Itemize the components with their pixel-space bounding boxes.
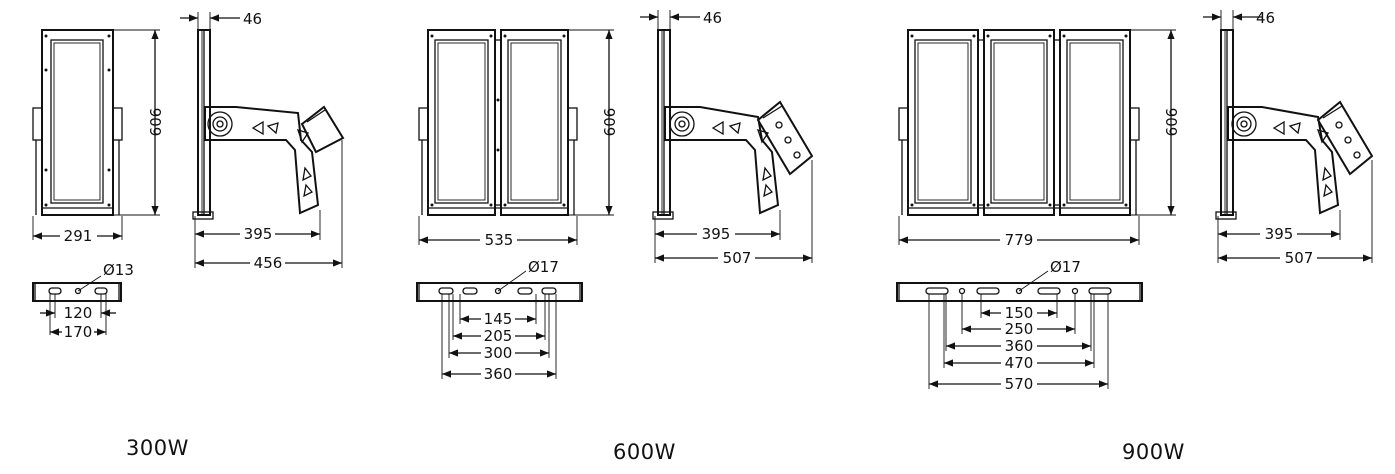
width-label-900w: 779: [1005, 231, 1034, 249]
spacing-label-600w-3: 360: [484, 365, 513, 383]
spacing-label-900w-0: 150: [1005, 304, 1034, 322]
height-label-600w: 606: [601, 108, 619, 137]
overall-label-300w: 456: [254, 254, 283, 272]
spacing-label-300w-0: 120: [64, 304, 93, 322]
front-view-600w: 606 535: [418, 29, 619, 249]
hole-label-300w: Ø13: [103, 261, 134, 279]
caption-900w: 900W: [1122, 440, 1185, 464]
side-view-600w: 46 395 507: [640, 9, 814, 267]
model-300w-drawing: 606 291 46: [32, 10, 345, 341]
spacing-label-900w-2: 360: [1005, 337, 1034, 355]
hole-label-600w: Ø17: [528, 258, 559, 276]
thickness-label-900w: 46: [1256, 9, 1275, 27]
height-label-300w: 606: [147, 108, 165, 137]
bracket-view-600w: Ø17 145 205 300 360: [416, 258, 583, 383]
hole-label-900w: Ø17: [1050, 258, 1081, 276]
width-label-600w: 535: [485, 231, 514, 249]
thickness-label-600w: 46: [703, 9, 722, 27]
spacing-label-300w-1: 170: [64, 323, 93, 341]
bracket-view-900w: Ø17 150 250 360 470 570: [896, 258, 1143, 393]
model-900w-drawing: 606 779: [896, 9, 1374, 393]
spacing-label-900w-1: 250: [1005, 320, 1034, 338]
width-label-300w: 291: [64, 227, 93, 245]
spacing-label-600w-0: 145: [484, 310, 513, 328]
front-view-300w: 606 291: [32, 29, 165, 245]
spacing-label-600w-1: 205: [484, 327, 513, 345]
arm-label-300w: 395: [244, 225, 273, 243]
overall-label-600w: 507: [723, 249, 752, 267]
side-view-300w: 46 395 456: [180, 10, 345, 272]
side-view-900w: 46 395 507: [1203, 9, 1374, 267]
spacing-label-600w-2: 300: [484, 344, 513, 362]
bracket-view-300w: Ø13 120 170: [32, 261, 134, 341]
arm-label-600w: 395: [702, 225, 731, 243]
caption-600w: 600W: [613, 440, 676, 464]
front-view-900w: 606 779: [898, 29, 1181, 249]
caption-300w: 300W: [126, 436, 189, 460]
overall-label-900w: 507: [1285, 249, 1314, 267]
spacing-label-900w-4: 570: [1005, 375, 1034, 393]
model-600w-drawing: 606 535: [416, 9, 814, 383]
thickness-label-300w: 46: [243, 10, 262, 28]
spacing-label-900w-3: 470: [1005, 354, 1034, 372]
arm-label-900w: 395: [1265, 225, 1294, 243]
height-label-900w: 606: [1163, 108, 1181, 137]
